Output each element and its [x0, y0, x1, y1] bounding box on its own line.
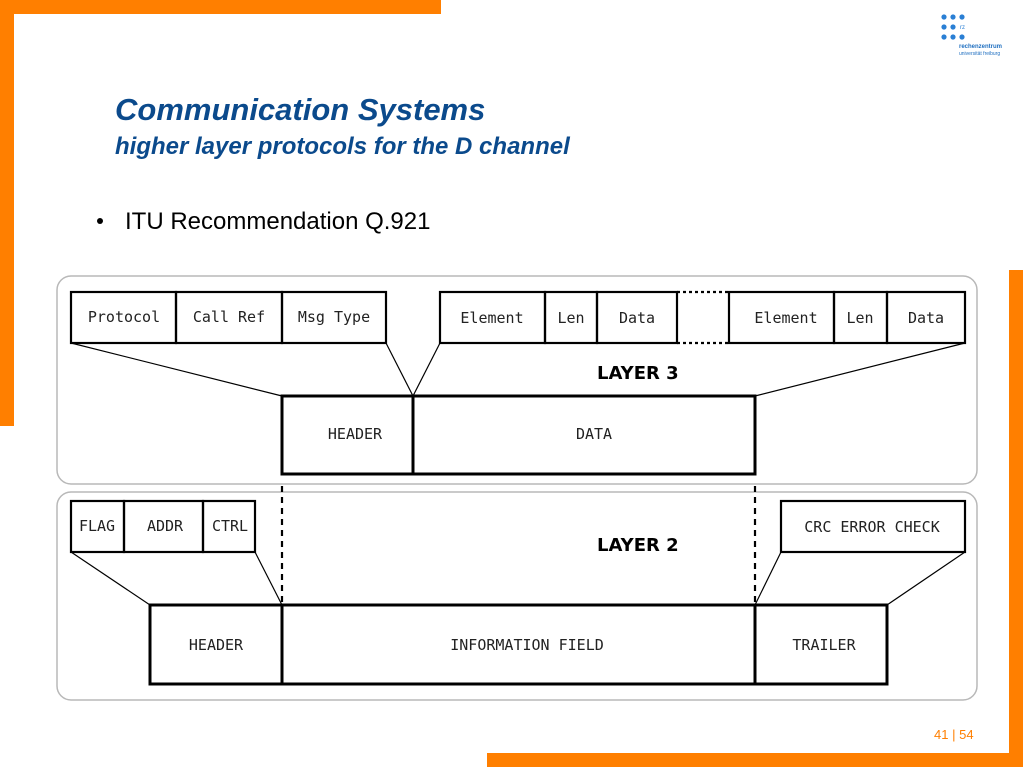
logo-line-1: rechenzentrum	[959, 44, 1003, 50]
l2-connector	[754, 551, 782, 606]
l3-field-callref: Call Ref	[193, 308, 265, 326]
top-accent-bar	[0, 0, 441, 14]
l3-data-box	[411, 394, 757, 476]
l2-crc-text: CRC ERROR CHECK	[804, 518, 939, 536]
l2-trailer-text: TRAILER	[792, 636, 856, 654]
slide-subtitle: higher layer protocols for the D channel	[115, 133, 570, 160]
bottom-accent-bar	[487, 753, 1023, 767]
l3-field-data-b: Data	[908, 309, 944, 327]
l2-crc-box	[779, 499, 967, 554]
l3-field-data-a: Data	[619, 309, 655, 327]
l3-connector	[754, 342, 966, 397]
l2-field-box	[201, 499, 257, 554]
bullet-dot-icon	[97, 217, 103, 224]
l3-data-text: DATA	[576, 425, 612, 443]
l2-field-ctrl: CTRL	[212, 517, 248, 535]
bullet-text: ITU Recommendation Q.921	[125, 208, 431, 235]
page-separator: |	[952, 727, 956, 742]
l2-header-text: HEADER	[189, 636, 244, 654]
page-current: 41	[934, 727, 949, 742]
left-accent-bar	[0, 0, 14, 426]
l3-connector	[385, 342, 414, 397]
page-number: 41 | 54	[934, 727, 974, 742]
l2-info-text: INFORMATION FIELD	[450, 636, 604, 654]
l3-field-box	[280, 290, 388, 345]
layer2-panel	[56, 491, 978, 701]
logo-line-2: universität freiburg	[959, 51, 1001, 57]
l3-field-element-a: Element	[460, 309, 523, 327]
l3-connector	[70, 342, 283, 397]
l2-connector	[886, 551, 966, 606]
layer3-panel	[56, 275, 978, 485]
l3-field-protocol: Protocol	[88, 308, 160, 326]
l3-field-box	[595, 290, 679, 345]
layer3-label: LAYER 3	[597, 363, 679, 384]
right-accent-bar	[1009, 270, 1023, 767]
logo-text: rechenzentrum universität freiburg	[959, 44, 1002, 58]
l3-field-len-a: Len	[557, 309, 584, 327]
layer2-label: LAYER 2	[597, 535, 679, 556]
page-total: 54	[959, 727, 974, 742]
l3-field-element-b: Element	[754, 309, 817, 327]
l2-field-flag: FLAG	[79, 517, 115, 535]
l2-trailer-box	[753, 603, 889, 686]
l3-field-box	[885, 290, 967, 345]
l2-connector	[70, 551, 151, 606]
bullet-item: ITU Recommendation Q.921	[97, 207, 430, 237]
university-logo-icon: rz	[941, 14, 965, 40]
l3-header-text: HEADER	[328, 425, 383, 443]
l3-field-msgtype: Msg Type	[298, 308, 370, 326]
slide-title: Communication Systems	[115, 92, 486, 127]
l2-field-addr: ADDR	[147, 517, 184, 535]
l3-connector	[412, 342, 441, 397]
l3-field-len-b: Len	[846, 309, 873, 327]
l2-connector	[254, 551, 283, 606]
logo-mark: rz	[960, 25, 965, 31]
